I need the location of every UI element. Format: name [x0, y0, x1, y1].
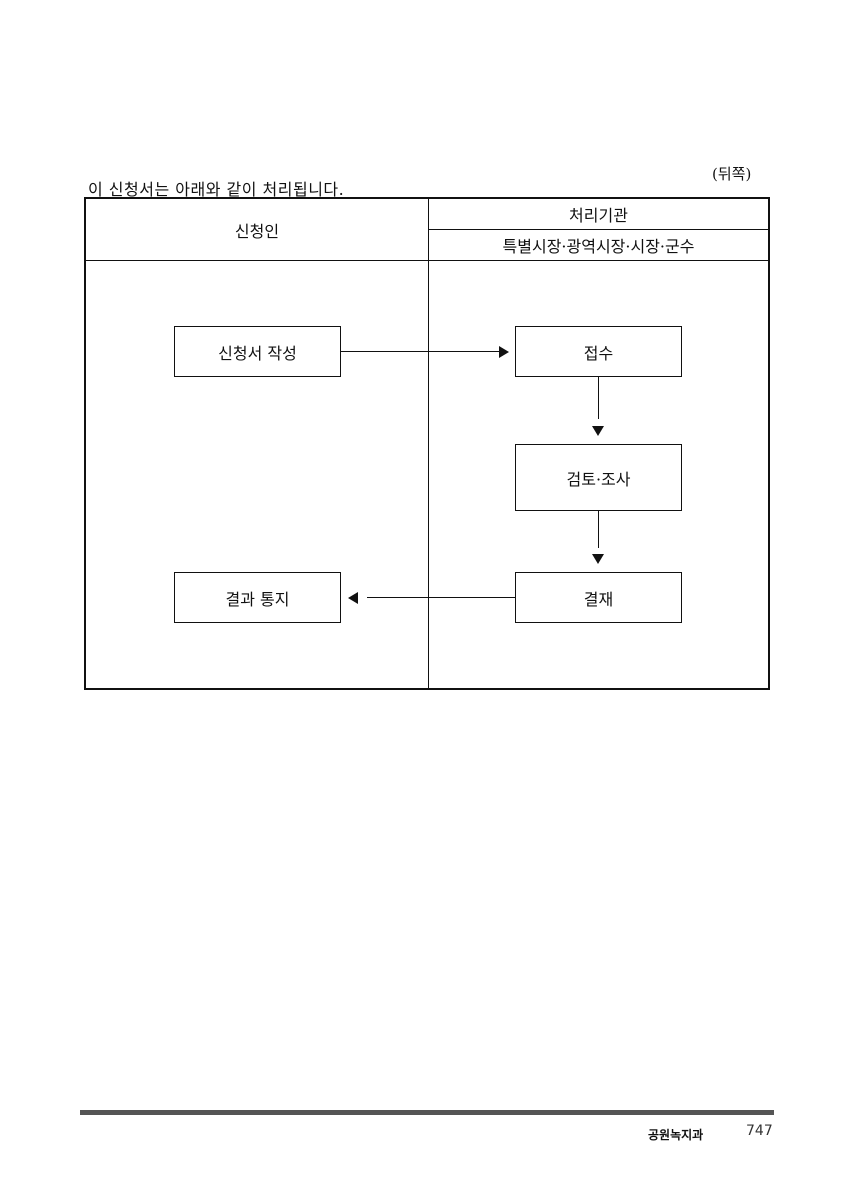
arrow-line	[367, 597, 515, 598]
process-flow-table: 신청인 처리기관 특별시장·광역시장·시장·군수 신청서 작성 접수 검토·조사…	[84, 197, 770, 690]
footer-page-number: 747	[746, 1123, 773, 1139]
step-label: 결과 통지	[225, 589, 290, 609]
agency-sub-header: 특별시장·광역시장·시장·군수	[502, 237, 695, 256]
step-write-application: 신청서 작성	[174, 326, 341, 377]
agency-header: 처리기관	[569, 206, 628, 225]
step-label: 결재	[583, 589, 614, 609]
step-receive: 접수	[515, 326, 682, 377]
column-divider	[428, 199, 429, 688]
arrow-right-icon	[499, 346, 509, 358]
step-label: 신청서 작성	[218, 343, 297, 363]
arrow-line	[598, 377, 599, 419]
header-sub-divider	[429, 229, 768, 230]
page-side-label: (뒤쪽)	[712, 165, 752, 183]
arrow-line	[341, 351, 499, 352]
arrow-line	[598, 511, 599, 548]
applicant-header: 신청인	[234, 221, 280, 241]
step-review: 검토·조사	[515, 444, 682, 511]
footer-department: 공원녹지과	[648, 1128, 704, 1142]
arrow-down-icon	[592, 426, 604, 436]
step-label: 검토·조사	[566, 469, 631, 489]
step-notify-result: 결과 통지	[174, 572, 341, 623]
intro-text: 이 신청서는 아래와 같이 처리됩니다.	[88, 180, 345, 199]
step-label: 접수	[583, 343, 614, 363]
arrow-left-icon	[348, 592, 358, 604]
step-approve: 결재	[515, 572, 682, 623]
arrow-down-icon	[592, 554, 604, 564]
header-divider	[86, 260, 768, 261]
footer-rule	[80, 1110, 774, 1115]
